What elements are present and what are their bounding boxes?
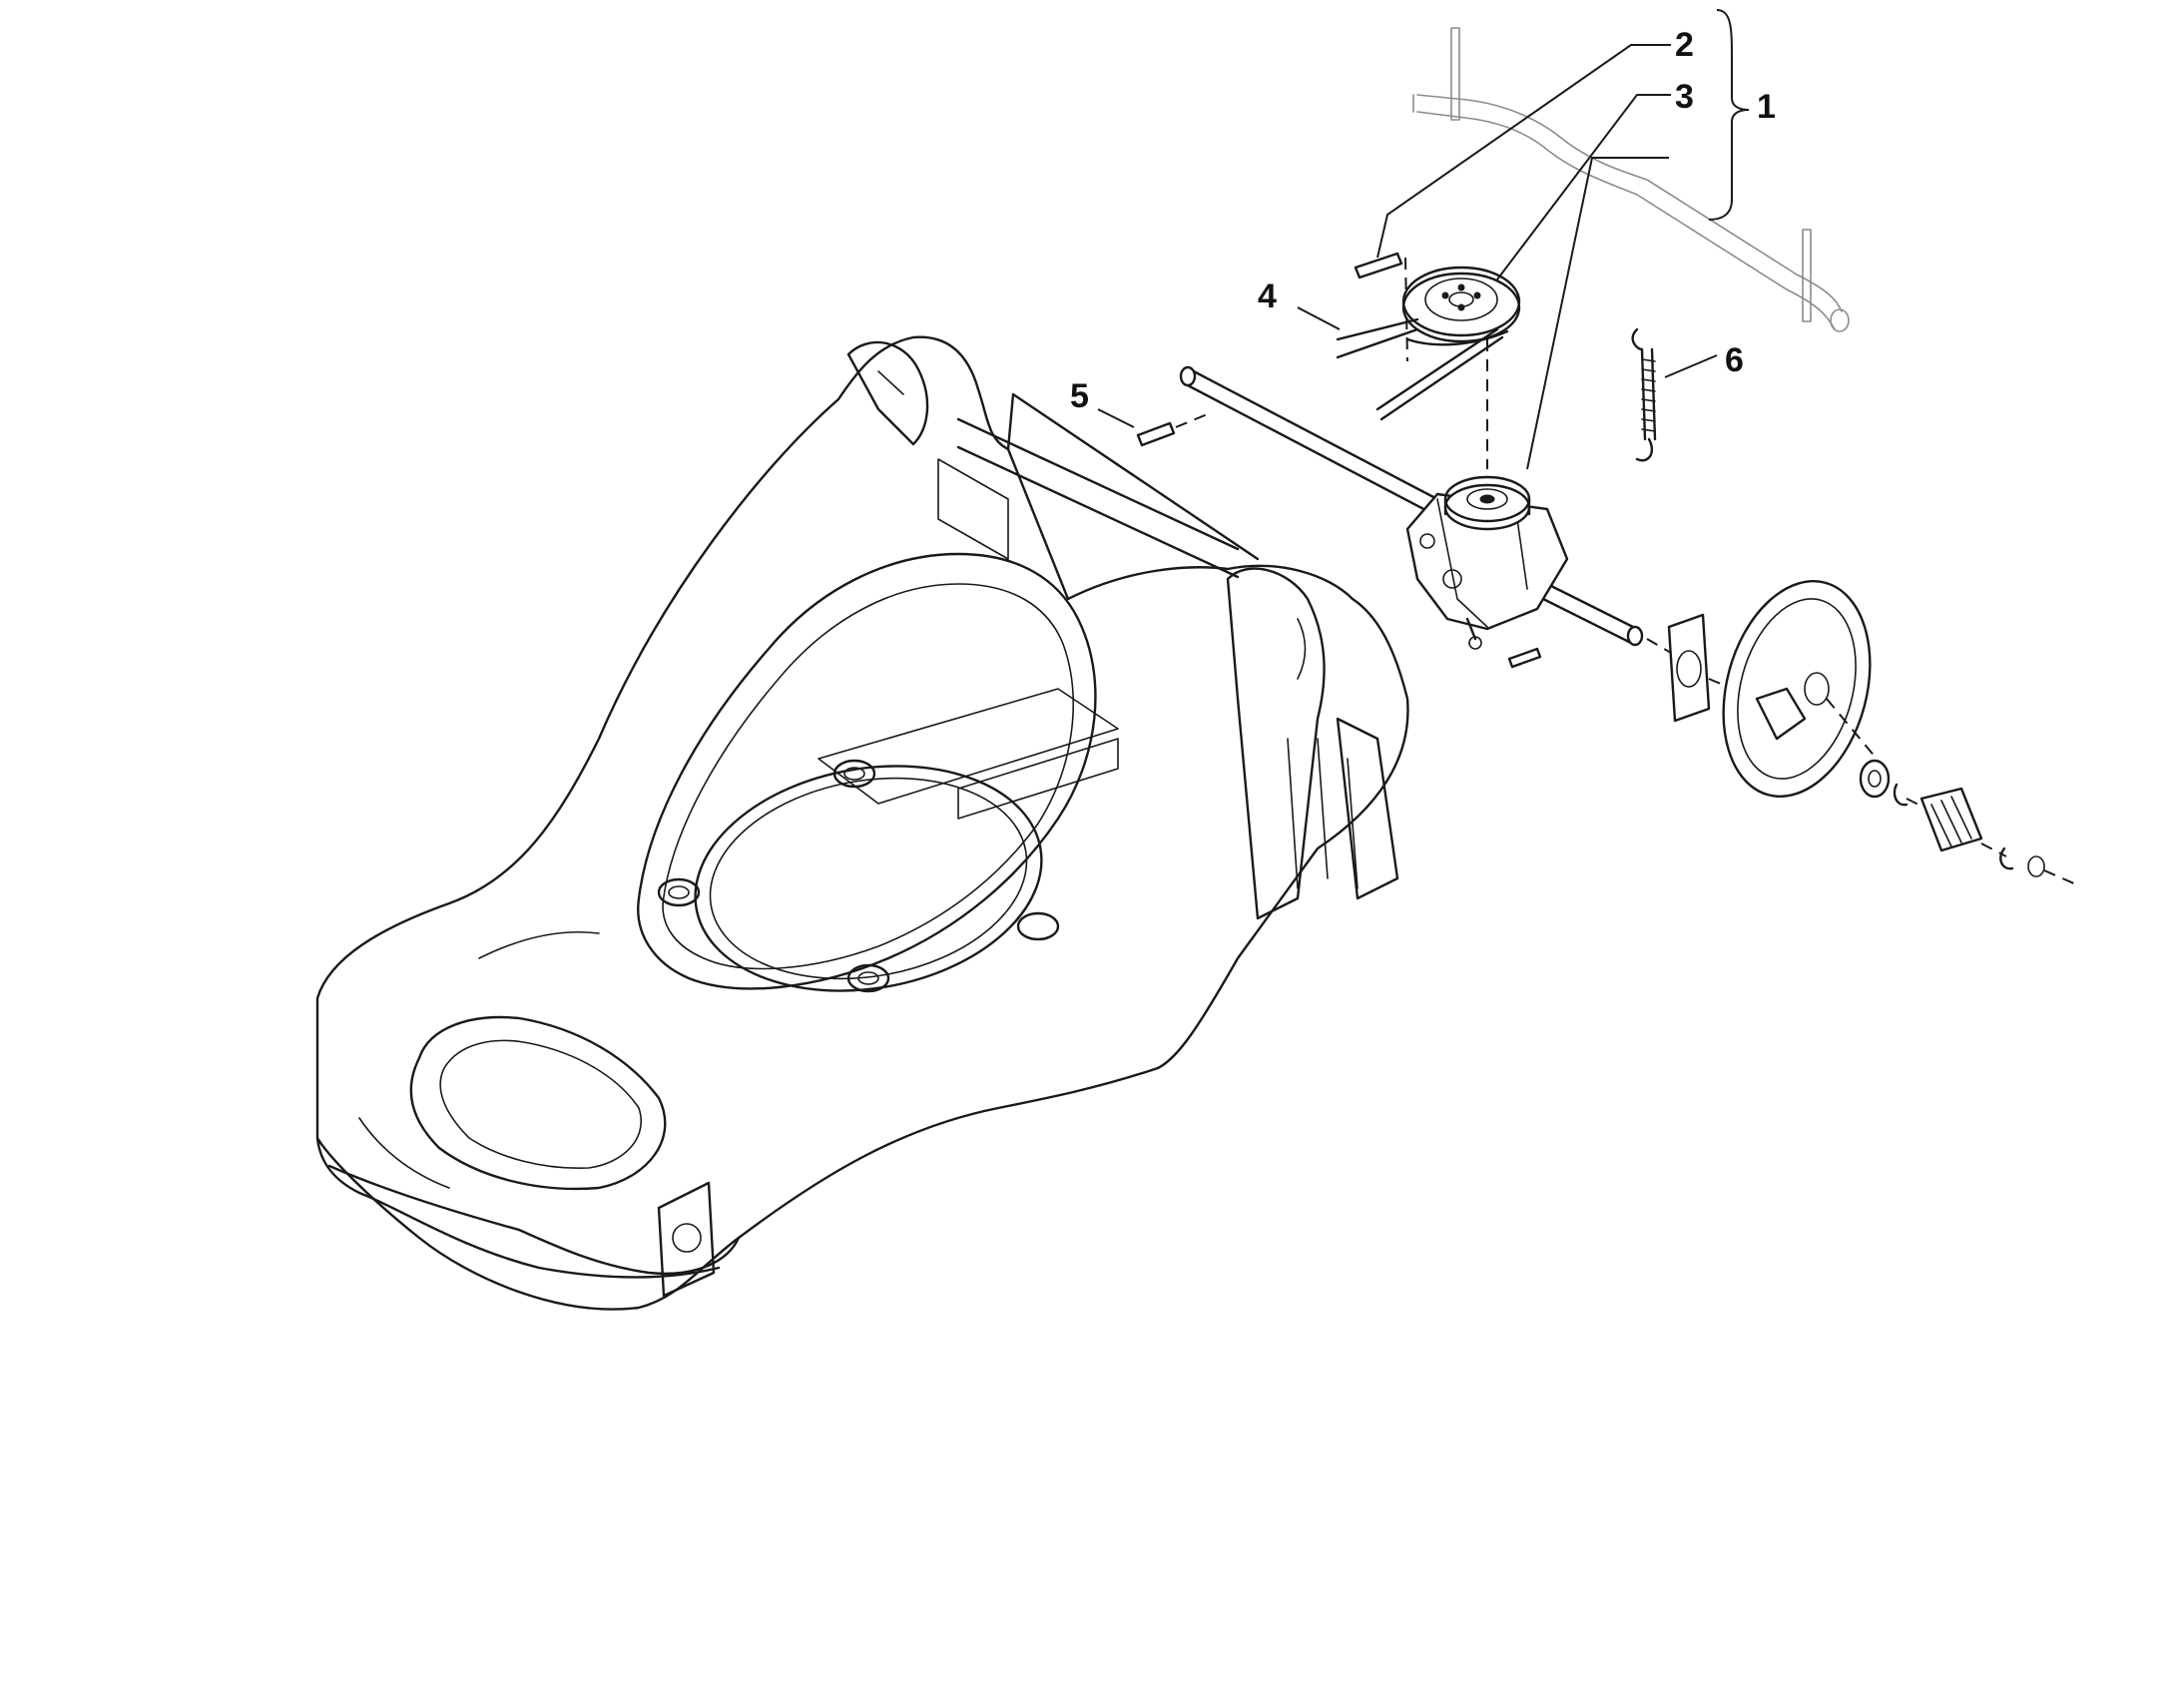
callout-3: 3 — [1675, 78, 1694, 116]
wheel-hub-assembly — [1646, 580, 2077, 885]
part-6-spring — [1631, 327, 1657, 462]
callout-labels: 2 3 1 4 5 6 — [1070, 26, 1776, 415]
rear-roll-pin — [1507, 647, 1542, 669]
callout-leaders — [1097, 9, 1750, 470]
gearbox — [1405, 475, 1569, 650]
mower-deck — [315, 335, 1409, 1311]
part-3-pulley — [1401, 266, 1521, 469]
callout-6: 6 — [1725, 341, 1744, 379]
drive-shaft — [1179, 365, 1644, 647]
part-2-roll-pin — [1354, 252, 1408, 362]
part-5-roll-pin — [1136, 412, 1211, 447]
callout-4: 4 — [1258, 278, 1277, 315]
callout-5: 5 — [1070, 377, 1089, 415]
callout-1: 1 — [1757, 88, 1776, 126]
handle-bar — [1412, 27, 1850, 332]
part-4-drive-belt — [1336, 317, 1509, 421]
callout-2: 2 — [1675, 26, 1694, 64]
